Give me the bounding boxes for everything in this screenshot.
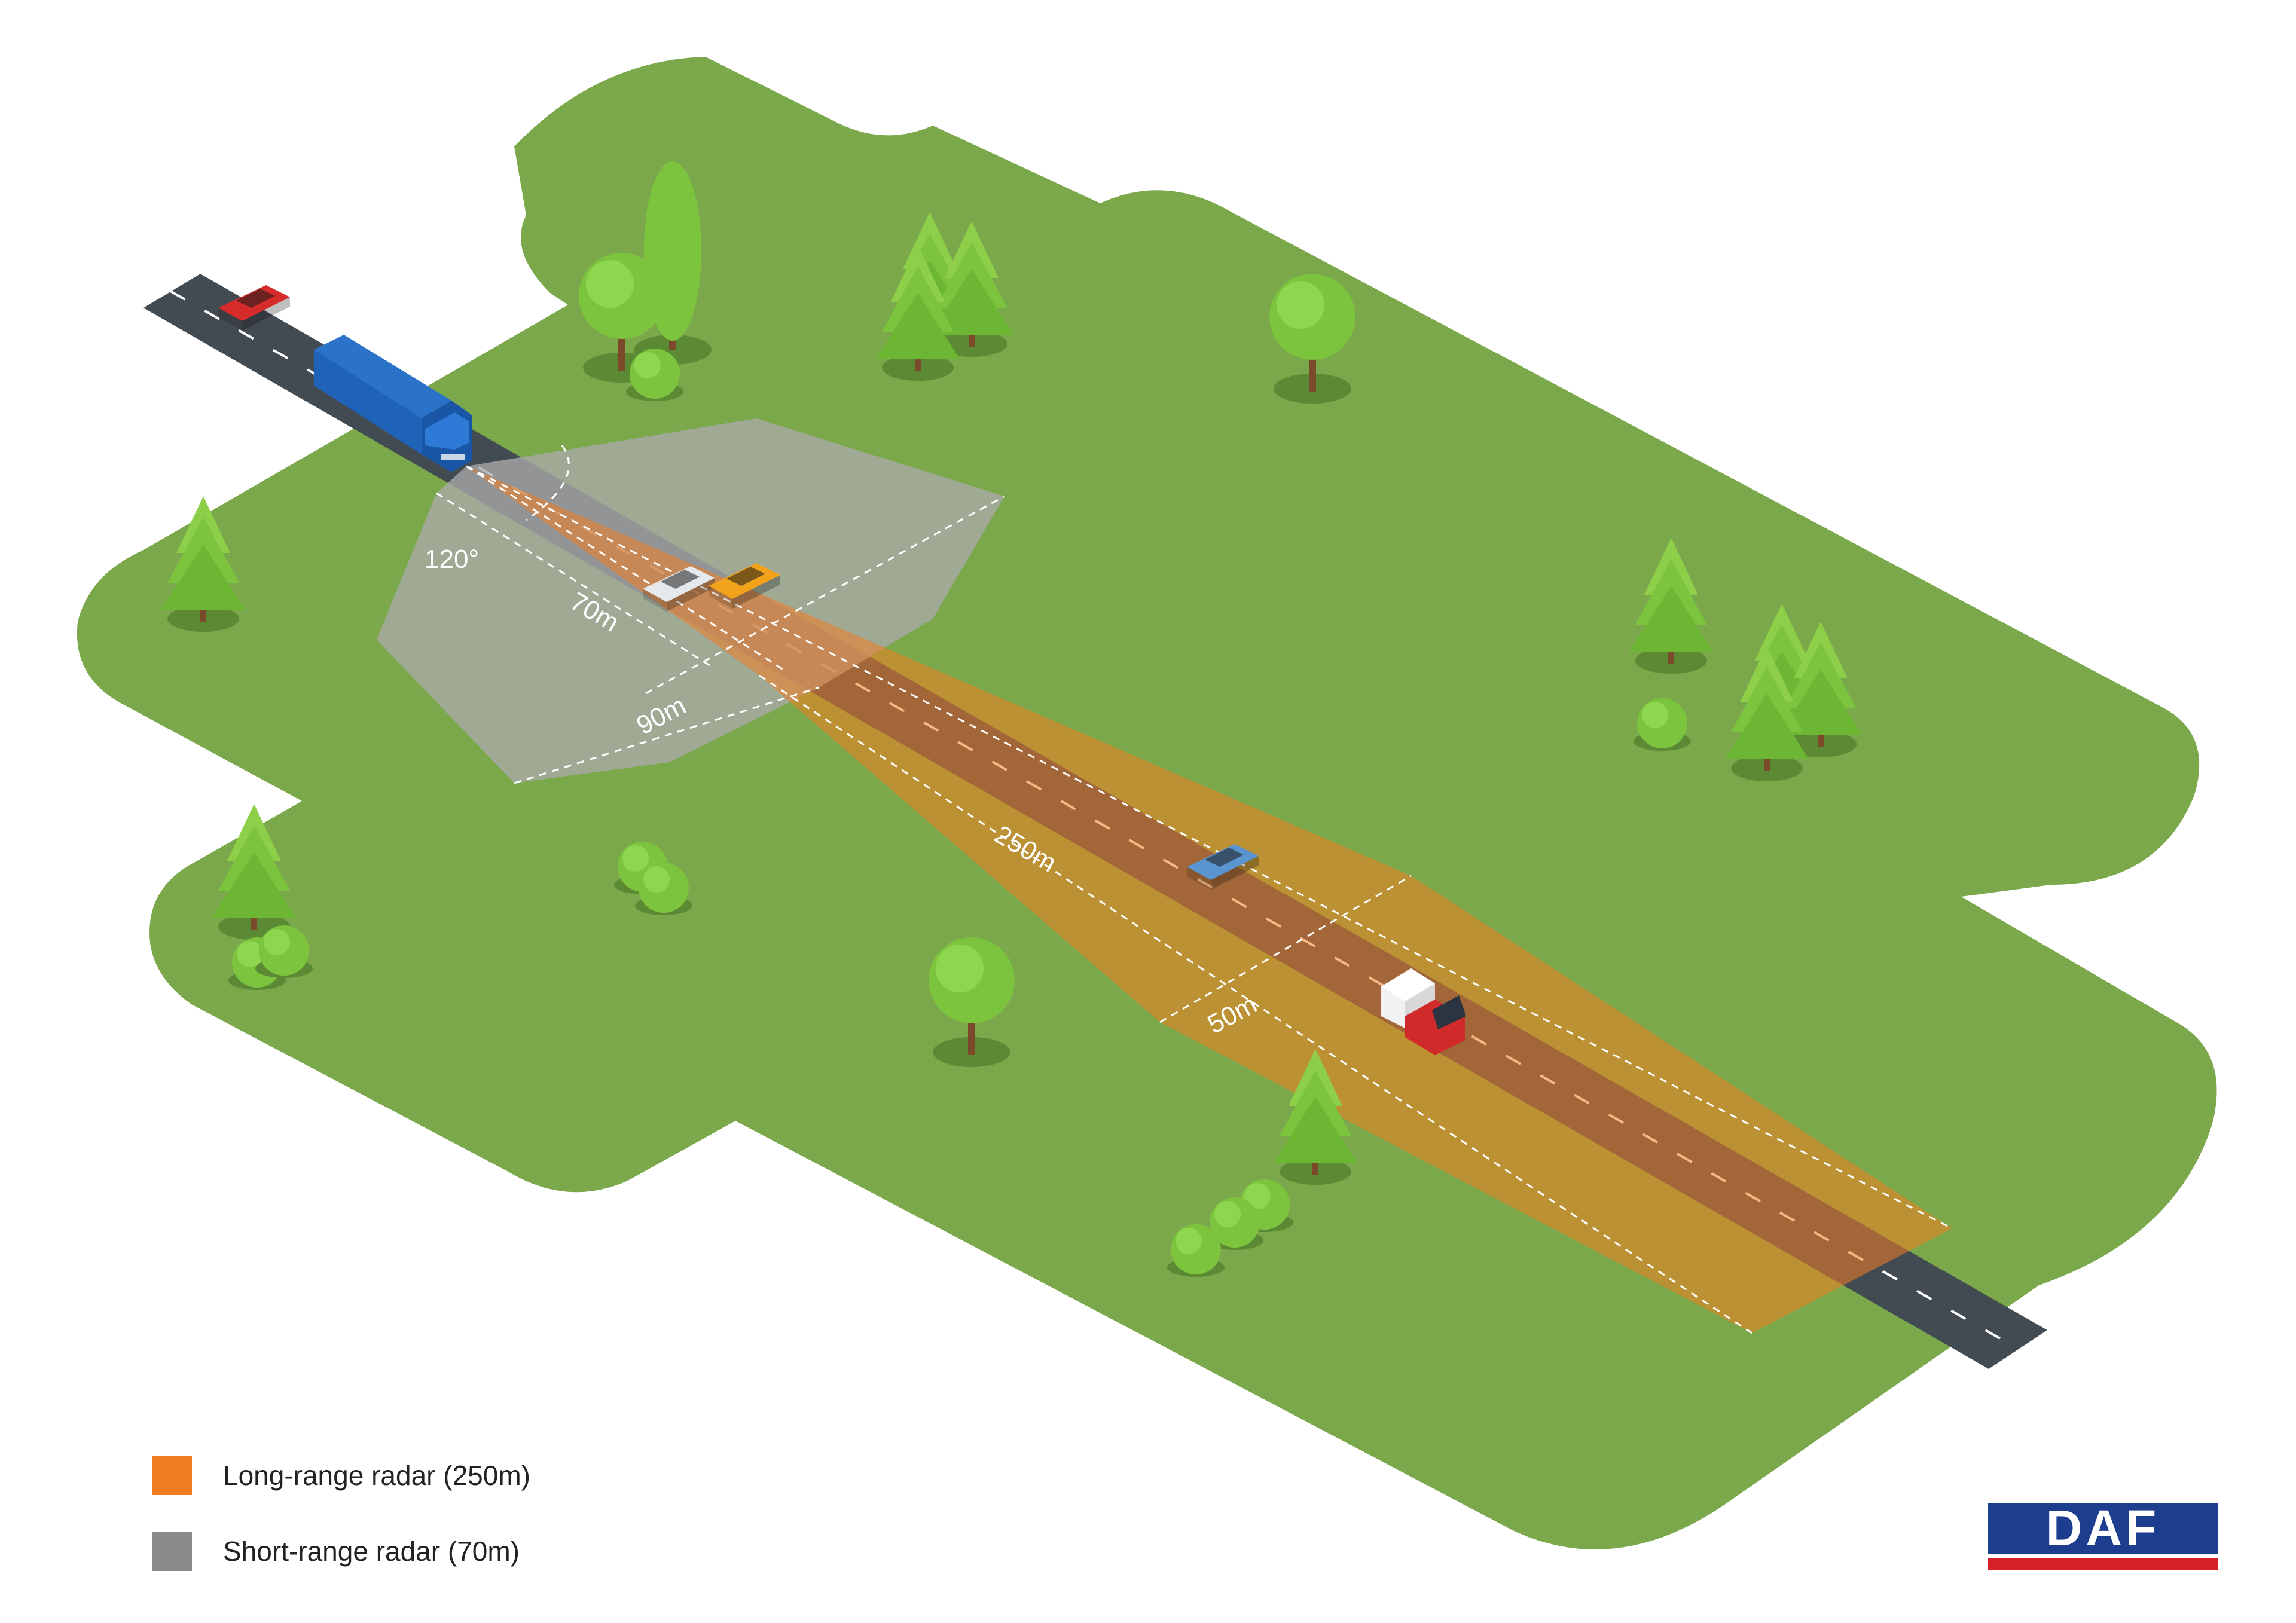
long-range-radar-zone bbox=[466, 466, 1952, 1333]
short-range-legend-label: Short-range radar (70m) bbox=[223, 1536, 520, 1567]
legend-item-short-range: Short-range radar (70m) bbox=[152, 1530, 990, 1572]
daf-logo: DAF bbox=[1988, 1500, 2218, 1570]
angle-label: 120° bbox=[425, 545, 479, 574]
delivery-van bbox=[1381, 968, 1466, 1055]
daf-logo-text: DAF bbox=[2046, 1500, 2160, 1556]
truck bbox=[314, 335, 472, 472]
long-range-swatch bbox=[152, 1456, 192, 1495]
legend-item-long-range: Long-range radar (250m) bbox=[152, 1454, 990, 1496]
short-range-swatch bbox=[152, 1532, 192, 1571]
long-range-legend-label: Long-range radar (250m) bbox=[223, 1460, 530, 1491]
